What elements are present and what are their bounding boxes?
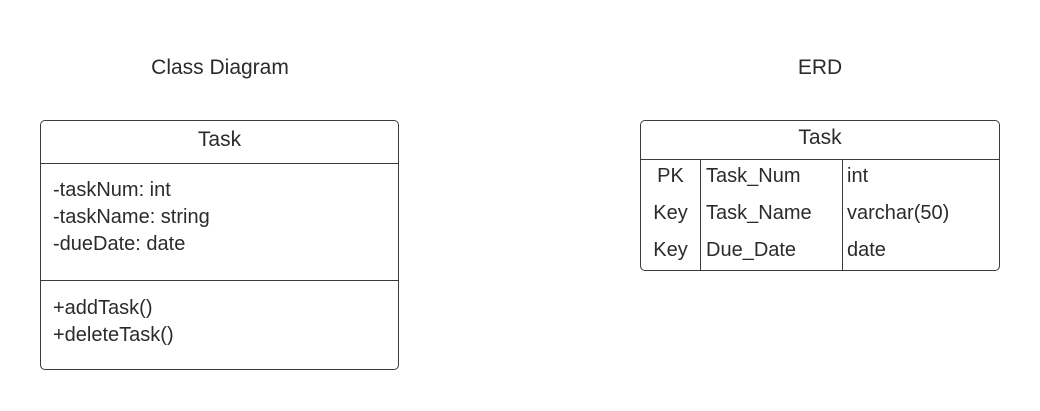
- erd-entity-box[interactable]: Task PK Task_Num int Key Task_Name varch…: [640, 120, 1000, 271]
- erd-row: PK Task_Num int: [641, 158, 999, 195]
- uml-methods-section: +addTask() +deleteTask(): [41, 281, 398, 349]
- uml-class-name: Task: [41, 121, 398, 164]
- erd-column-name-cell: Task_Num: [706, 165, 801, 187]
- uml-attribute: -taskNum: int: [53, 179, 171, 201]
- erd-type-cell: varchar(50): [847, 202, 950, 224]
- uml-attribute: -taskName: string: [53, 206, 210, 228]
- uml-attributes-section: -taskNum: int -taskName: string -dueDate…: [41, 163, 398, 281]
- erd-row: Key Due_Date date: [641, 232, 999, 269]
- class-diagram-heading: Class Diagram: [151, 56, 289, 79]
- erd-type-cell: int: [847, 165, 869, 187]
- uml-class-box[interactable]: Task -taskNum: int -taskName: string -du…: [40, 120, 399, 370]
- uml-method: +deleteTask(): [53, 324, 174, 346]
- erd-column-name-cell: Task_Name: [706, 202, 812, 224]
- uml-method: +addTask(): [53, 297, 153, 319]
- erd-column-divider: [842, 159, 843, 270]
- erd-row: Key Task_Name varchar(50): [641, 195, 999, 232]
- erd-key-cell: PK: [657, 165, 684, 187]
- erd-key-cell: Key: [653, 202, 688, 224]
- erd-entity-name: Task: [641, 121, 999, 160]
- erd-column-name-cell: Due_Date: [706, 239, 797, 261]
- erd-type-cell: date: [847, 239, 886, 261]
- erd-key-cell: Key: [653, 239, 688, 261]
- erd-column-divider: [700, 159, 701, 270]
- erd-heading: ERD: [797, 56, 843, 79]
- uml-attribute: -dueDate: date: [53, 233, 186, 255]
